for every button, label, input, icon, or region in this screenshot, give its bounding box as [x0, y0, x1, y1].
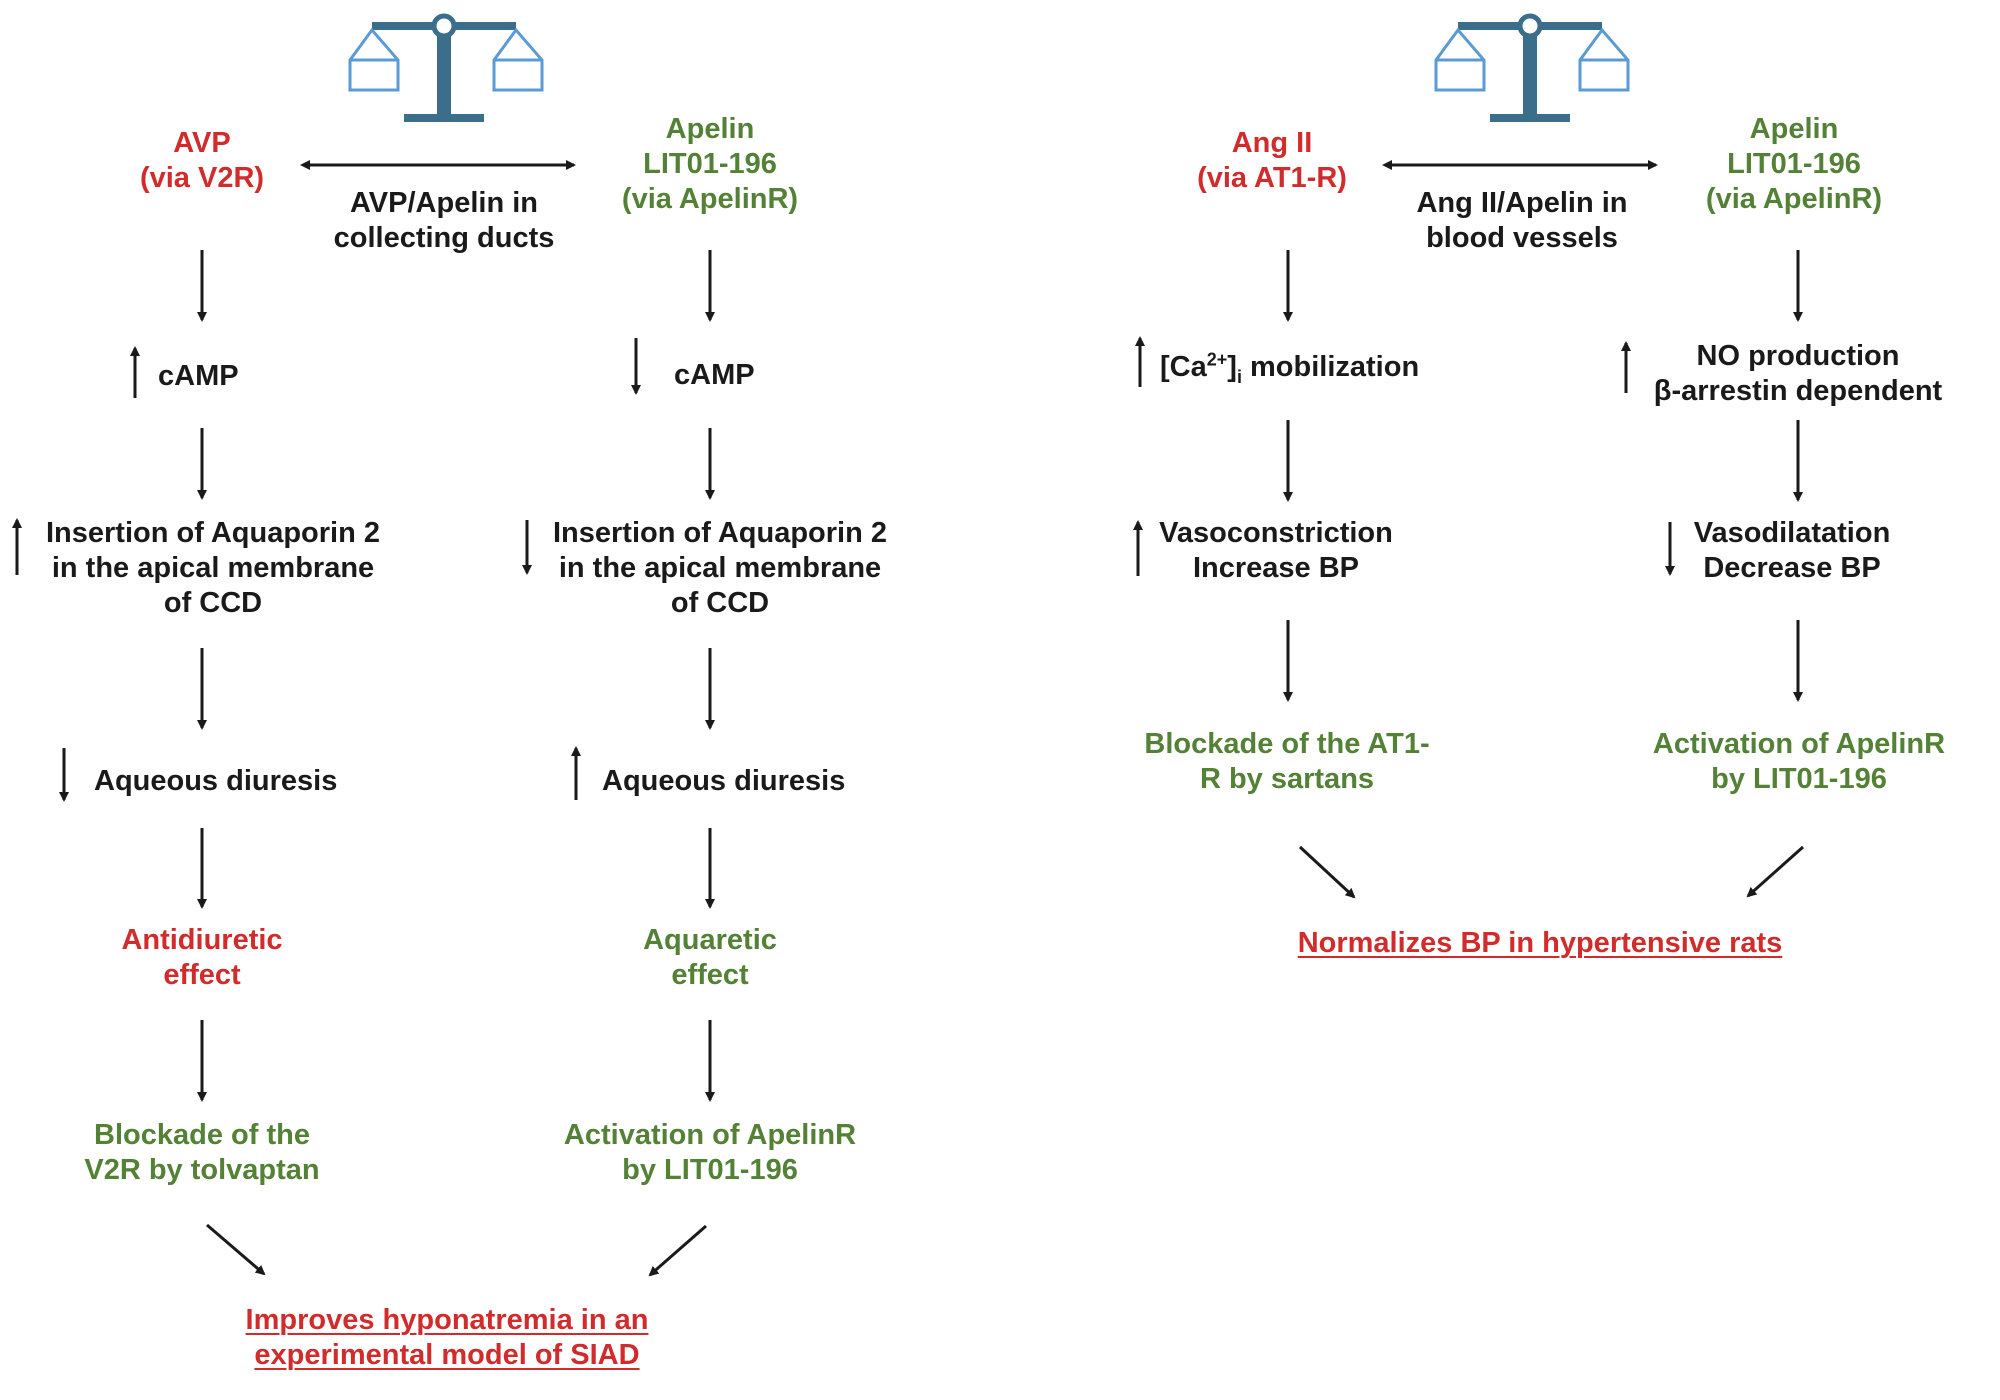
diagonal-arrow-icon [1298, 845, 1356, 899]
diagonal-arrow-icon [1746, 845, 1804, 898]
apelin-aqp2-label: Insertion of Aquaporin 2 in the apical m… [552, 517, 888, 619]
tolvaptan-blockade-label: Blockade of the V2R by tolvaptan [84, 1119, 320, 1186]
left-apelinr-activation-label: Activation of ApelinR by LIT01-196 [563, 1119, 857, 1186]
vasodilatation-label: Vasodilatation Decrease BP [1693, 517, 1891, 584]
right-apelinr-activation-label: Activation of ApelinR by LIT01-196 [1652, 728, 1946, 795]
arrows-layer [12, 160, 1804, 1277]
scales-layer [348, 13, 1630, 122]
antidiuretic-effect-label: Antidiuretic effect [121, 924, 283, 991]
balance-scale-icon [1434, 13, 1630, 122]
right-outcome-label: Normalizes BP in hypertensive rats [1297, 927, 1783, 959]
left-apelin-header: Apelin LIT01-196 (via ApelinR) [621, 113, 799, 215]
sartans-blockade-label: Blockade of the AT1- R by sartans [1144, 728, 1430, 795]
avp-diuresis-label: Aqueous diuresis [94, 765, 338, 797]
balance-scale-icon [348, 13, 544, 122]
ca-mobilization-label: [Ca2+]i mobilization [1160, 349, 1420, 387]
left-outcome-label: Improves hyponatremia in an experimental… [245, 1304, 649, 1371]
right-apelin-header: Apelin LIT01-196 (via ApelinR) [1705, 113, 1883, 215]
diagonal-arrow-icon [648, 1224, 707, 1277]
diagonal-arrow-icon [206, 1223, 266, 1276]
avp-camp-label: cAMP [158, 360, 239, 392]
left-center-title: AVP/Apelin in collecting ducts [333, 187, 555, 254]
right-center-title: Ang II/Apelin in blood vessels [1416, 187, 1628, 254]
apelin-camp-label: cAMP [674, 359, 755, 391]
avp-aqp2-label: Insertion of Aquaporin 2 in the apical m… [45, 517, 381, 619]
vasoconstriction-label: Vasoconstriction Increase BP [1159, 517, 1393, 584]
aquaretic-effect-label: Aquaretic effect [643, 924, 777, 991]
no-production-label: NO production β-arrestin dependent [1653, 340, 1943, 407]
ang-header: Ang II (via AT1-R) [1197, 127, 1347, 194]
avp-header: AVP (via V2R) [139, 127, 265, 194]
apelin-diuresis-label: Aqueous diuresis [602, 765, 846, 797]
